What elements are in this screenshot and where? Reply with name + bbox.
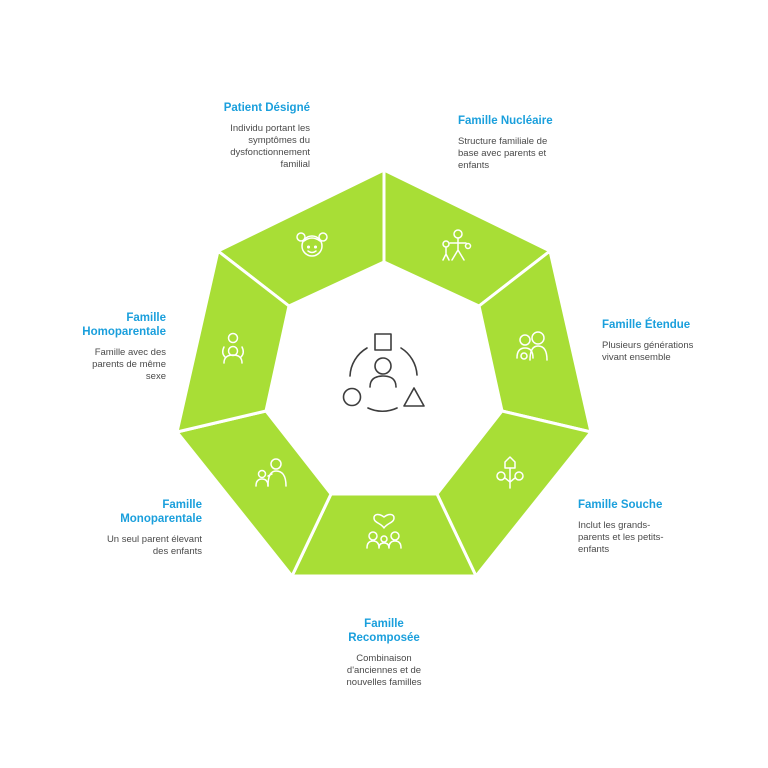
label-title: Famille Étendue (602, 319, 691, 331)
label-famille-souche: Famille Souche Inclut les grands-parents… (578, 498, 728, 556)
parent-child-icon (442, 229, 472, 261)
segment-famille-homoparentale (175, 249, 291, 434)
label-patient-designe: Patient Désigné Individu portant les sym… (160, 101, 310, 171)
label-title: Famille Nucléaire (458, 115, 553, 127)
single-parent-icon (255, 458, 287, 487)
label-description: Famille avec des parents de même sexe (92, 347, 166, 382)
label-title: Famille Monoparentale (120, 499, 202, 525)
same-sex-parents-icon (221, 332, 245, 364)
label-title: Famille Homoparentale (82, 312, 166, 338)
child-face-icon (296, 232, 328, 257)
label-title: Famille Recomposée (348, 618, 420, 644)
label-famille-homoparentale: Famille Homoparentale Famille avec des p… (16, 311, 166, 383)
label-description: Individu portant les symptômes du dysfon… (230, 123, 310, 170)
label-title: Famille Souche (578, 499, 663, 511)
family-tree-house-icon (496, 456, 524, 489)
label-description: Plusieurs générations vivant ensemble (602, 340, 694, 363)
label-description: Combinaison d'anciennes et de nouvelles … (346, 653, 422, 688)
label-famille-monoparentale: Famille Monoparentale Un seul parent éle… (52, 498, 202, 558)
label-famille-etendue: Famille Étendue Plusieurs générations vi… (602, 318, 752, 364)
shapes-person-cycle-icon (342, 333, 425, 412)
label-description: Un seul parent élevant des enfants (106, 534, 202, 557)
label-title: Patient Désigné (223, 102, 310, 114)
label-famille-nucleaire: Famille Nucléaire Structure familiale de… (458, 114, 608, 172)
group-people-icon (516, 331, 548, 361)
label-description: Inclut les grands-parents et les petits-… (578, 520, 664, 555)
label-description: Structure familiale de base avec parents… (458, 136, 548, 171)
heart-family-icon (366, 513, 402, 549)
label-famille-recomposee: Famille Recomposée Combinaison d'ancienn… (334, 617, 434, 689)
